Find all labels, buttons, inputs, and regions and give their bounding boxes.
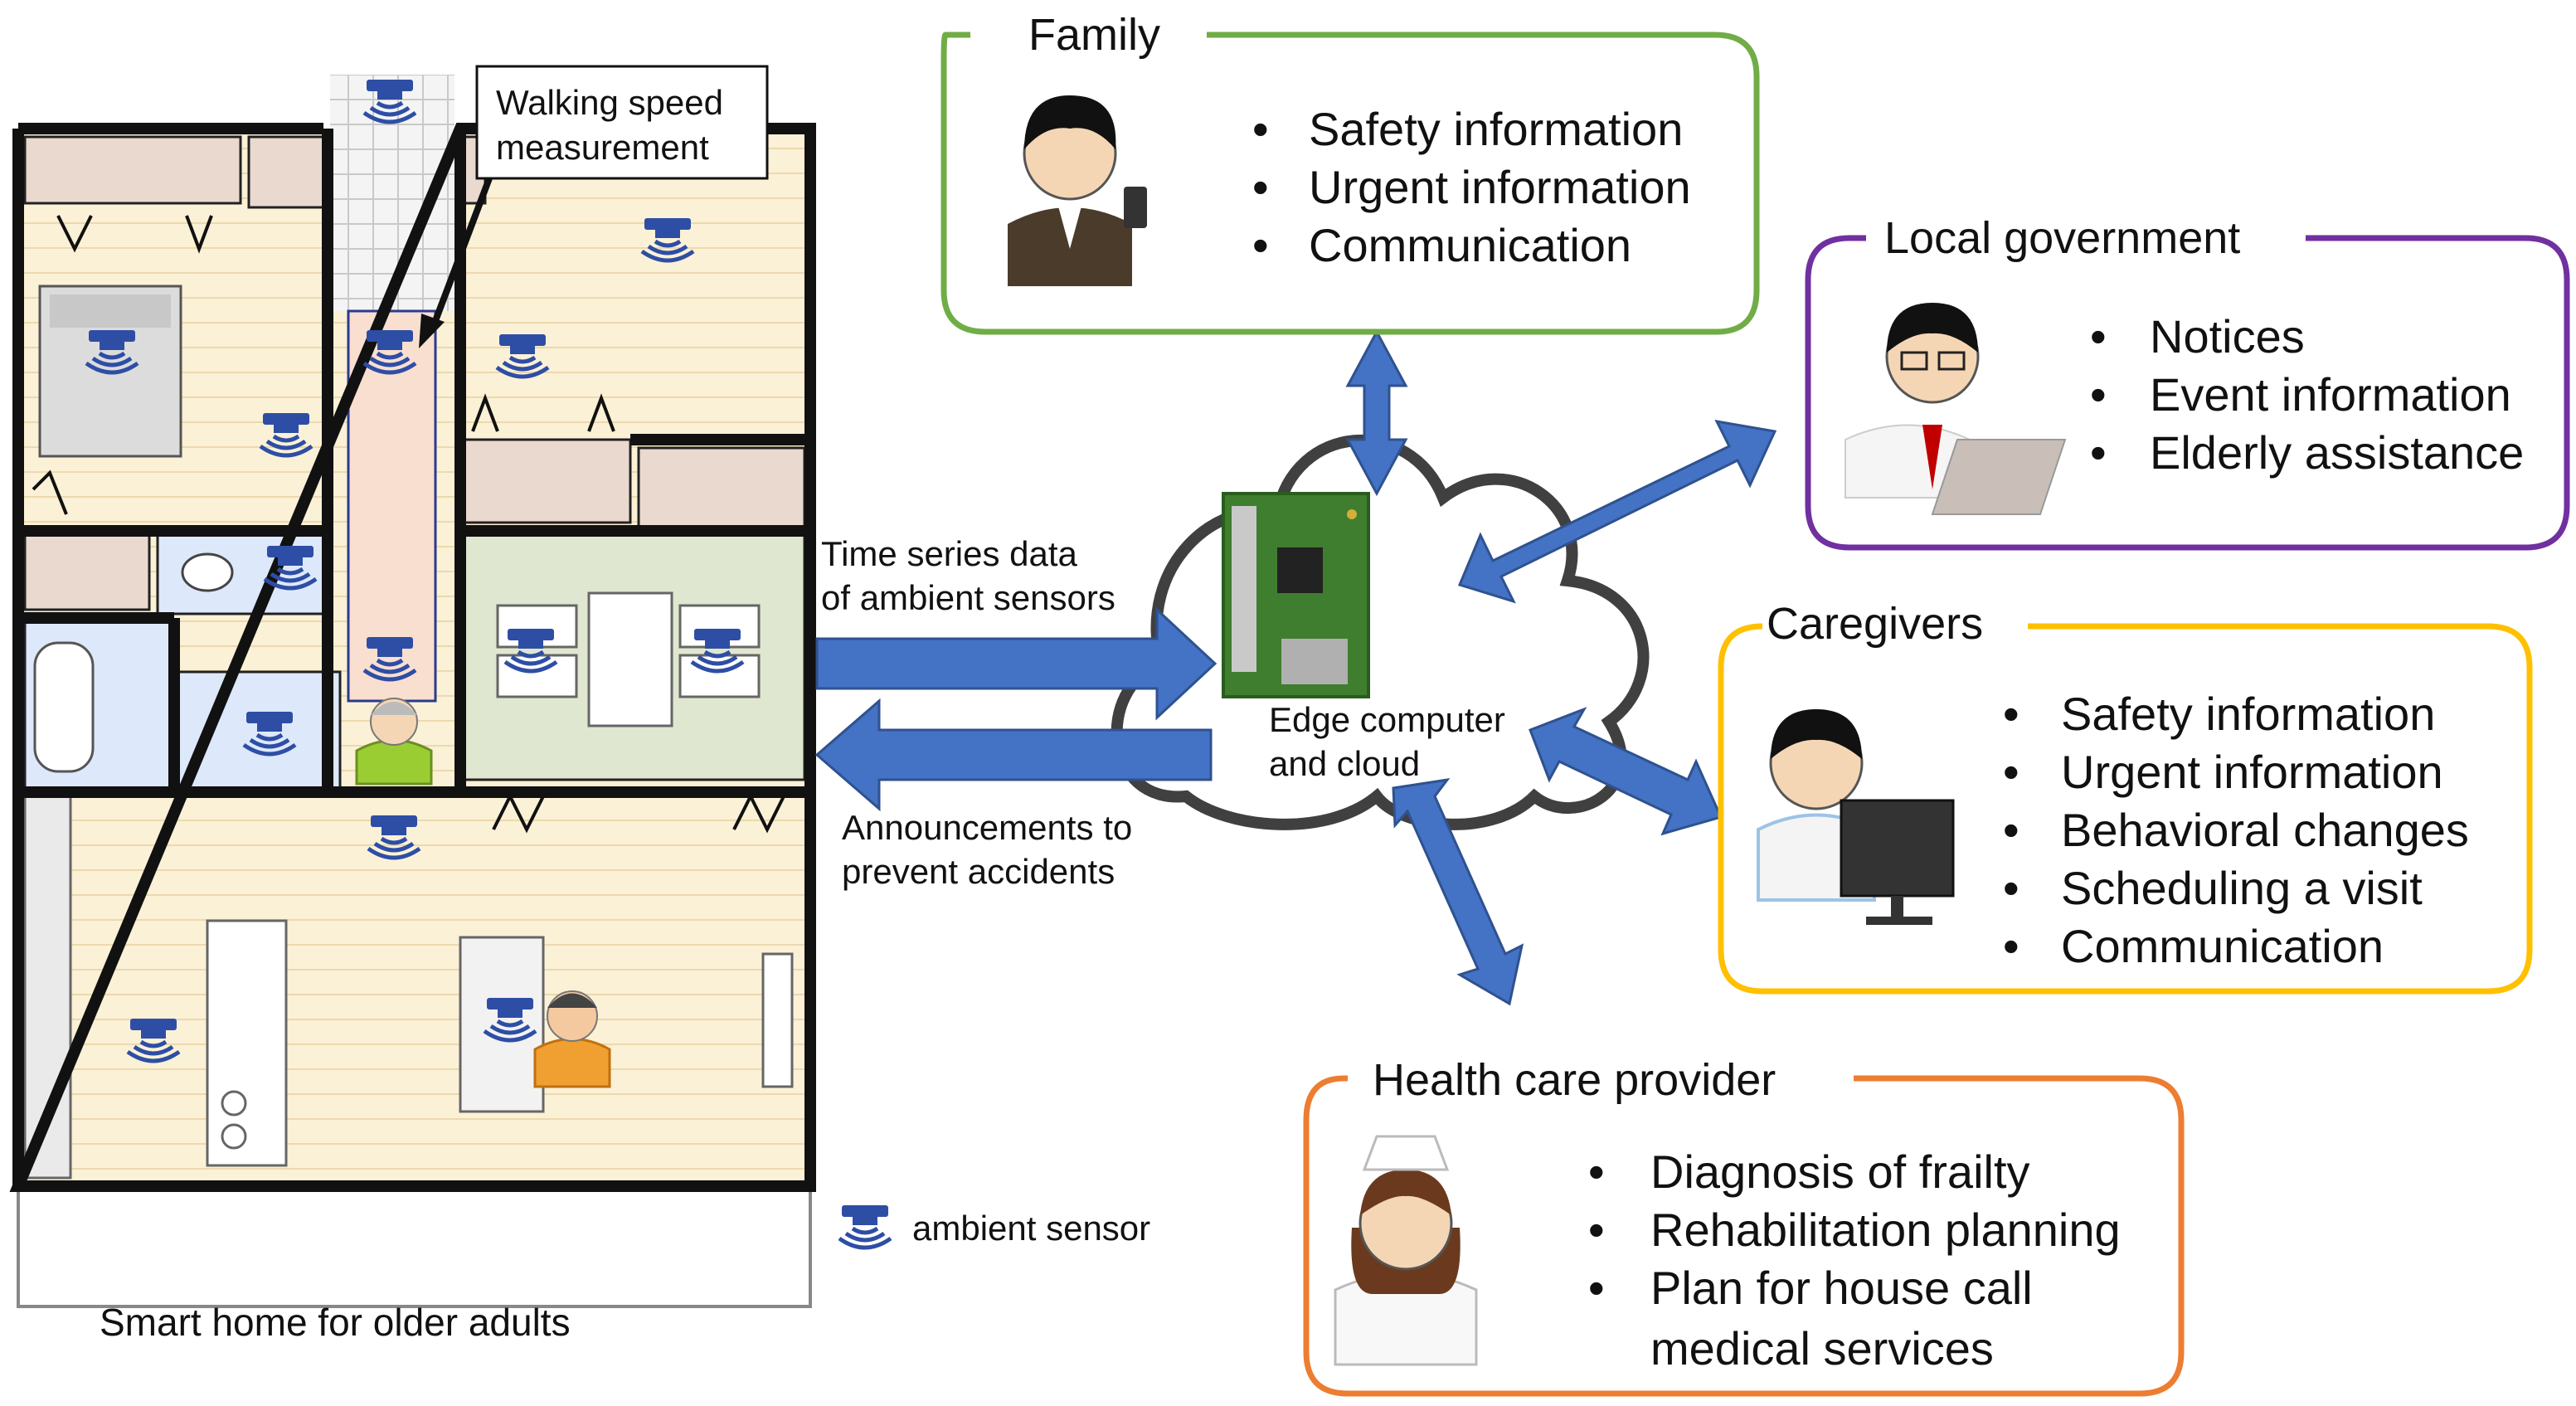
elderly-woman-icon <box>355 698 433 786</box>
legend-label: ambient sensor <box>912 1209 1150 1248</box>
flow-arrows <box>814 328 1777 1006</box>
svg-text:and cloud: and cloud <box>1269 744 1420 783</box>
floor-plan: Walking speed measurement <box>9 65 816 1344</box>
from-cloud-label: Announcements to <box>842 808 1132 847</box>
caregivers-box: Caregivers • Safety information • Urgent i… <box>1718 599 2533 995</box>
cloud-label: Edge computer <box>1269 700 1505 739</box>
local-government-person-icon <box>1845 303 2067 515</box>
family-box: Family • Safety information • Urgent infor… <box>940 10 1760 335</box>
caregivers-items: •Safety information •Urgent information … <box>2003 688 2469 972</box>
list-item: Diagnosis of frailty <box>1650 1146 2030 1198</box>
ambient-sensor-icon <box>839 1205 891 1248</box>
nurse-person-icon <box>1334 1135 1478 1366</box>
list-item: Urgent information <box>1309 161 1691 213</box>
svg-text:•: • <box>1252 219 1269 271</box>
svg-text:•: • <box>2090 310 2107 362</box>
kitchen-counter <box>206 919 288 1167</box>
local-government-title: Local government <box>1884 213 2240 263</box>
svg-text:•: • <box>1588 1262 1605 1314</box>
floorplan-caption: Smart home for older adults <box>100 1301 571 1344</box>
list-item: Rehabilitation planning <box>1650 1204 2121 1256</box>
svg-text:•: • <box>2003 804 2019 856</box>
family-title: Family <box>1028 10 1160 60</box>
list-item: Scheduling a visit <box>2061 862 2423 914</box>
list-item: Urgent information <box>2061 746 2443 798</box>
svg-text:prevent accidents: prevent accidents <box>842 852 1115 891</box>
elderly-man-icon <box>533 990 611 1088</box>
list-item: Communication <box>2061 920 2384 972</box>
arrow-from-cloud <box>814 698 1213 812</box>
svg-text:•: • <box>1588 1204 1605 1256</box>
raspberry-pi-board-icon <box>1222 492 1370 698</box>
walking-speed-label: Walking speed <box>496 83 723 122</box>
health-care-title: Health care provider <box>1373 1055 1776 1105</box>
svg-text:•: • <box>2003 746 2019 798</box>
list-item: Event information <box>2150 368 2511 421</box>
balcony <box>17 1185 812 1308</box>
list-item: Behavioral changes <box>2061 804 2469 856</box>
cloud: Edge computer and cloud <box>1111 434 1650 830</box>
svg-text:•: • <box>2090 426 2107 479</box>
list-item: Notices <box>2150 310 2305 362</box>
caregiver-person-icon <box>1757 709 1955 925</box>
local-government-items: • Notices • Event information • Elderly ass… <box>2090 310 2524 479</box>
svg-text:•: • <box>2090 368 2107 421</box>
svg-text:measurement: measurement <box>496 128 709 167</box>
svg-text:•: • <box>2003 862 2019 914</box>
svg-text:•: • <box>1252 103 1269 155</box>
family-items: •Safety information •Urgent information … <box>1252 103 1691 271</box>
list-item: Safety information <box>1309 103 1683 155</box>
list-item: Elderly assistance <box>2150 426 2524 479</box>
svg-text:•: • <box>2003 688 2019 740</box>
svg-text:•: • <box>1588 1146 1605 1198</box>
svg-text:•: • <box>1252 161 1269 213</box>
arrow-health-care <box>1392 777 1524 1006</box>
legend: ambient sensor <box>839 1205 1150 1248</box>
arrow-to-cloud <box>815 606 1218 721</box>
walking-speed-label-box <box>475 65 769 180</box>
list-item: Plan for house call <box>1650 1262 2033 1314</box>
health-care-box: Health care provider • Diagnosis of frail… <box>1303 1055 2185 1397</box>
list-item: Safety information <box>2061 688 2435 740</box>
health-care-items: • Diagnosis of frailty • Rehabilitation pl… <box>1588 1146 2121 1374</box>
arrow-local-government <box>1457 420 1777 604</box>
to-cloud-label: Time series data <box>821 534 1078 573</box>
family-person-icon <box>1008 95 1147 286</box>
arrow-family <box>1345 328 1408 497</box>
list-item: medical services <box>1650 1322 1994 1374</box>
caregivers-title: Caregivers <box>1767 599 1983 649</box>
svg-text:•: • <box>2003 920 2019 972</box>
svg-text:of ambient sensors: of ambient sensors <box>821 578 1115 617</box>
local-government-box: Local government • Notices • Event informa… <box>1805 213 2570 551</box>
list-item: Communication <box>1309 219 1631 271</box>
